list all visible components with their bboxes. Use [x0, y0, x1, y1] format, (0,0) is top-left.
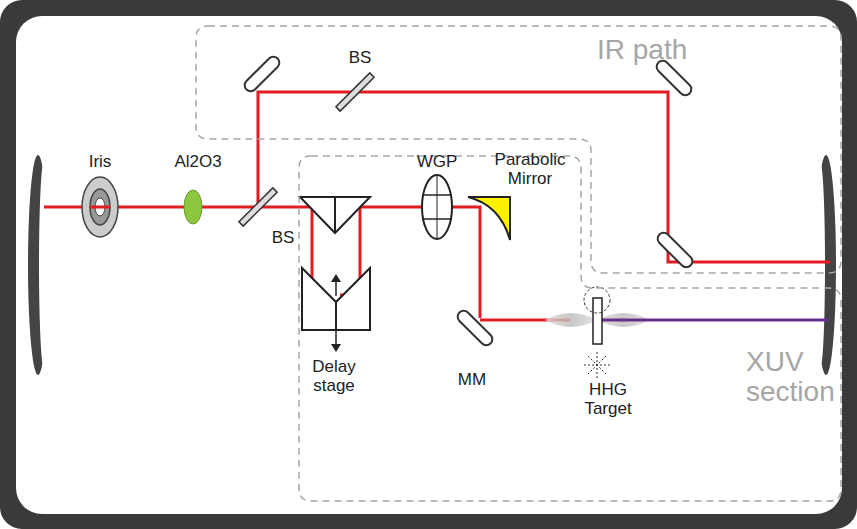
region-label: XUV section [746, 347, 831, 407]
region-outline [298, 155, 842, 505]
dashed-region: XUV section [298, 155, 842, 505]
part-label: MM [452, 370, 492, 389]
part-label: BS [268, 228, 298, 247]
part-label: WGP [407, 152, 467, 171]
part-label: Al2O3 [163, 152, 233, 171]
part-label: Parabolic Mirror [490, 150, 570, 188]
part-label: HHG Target [573, 380, 643, 418]
part-label: BS [340, 48, 380, 67]
part-label: Iris [75, 152, 125, 171]
part-label: Delay stage [294, 357, 374, 395]
region-label: IR path [597, 35, 737, 65]
